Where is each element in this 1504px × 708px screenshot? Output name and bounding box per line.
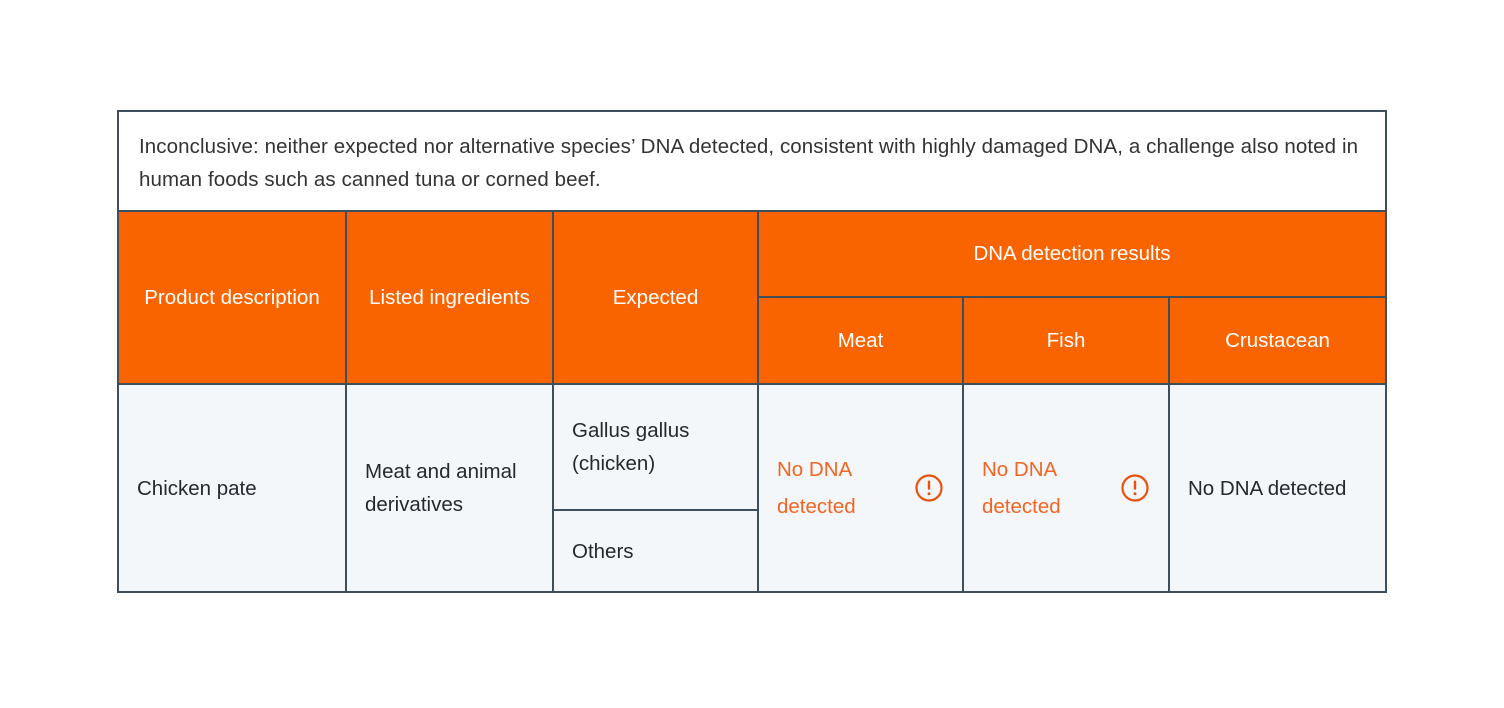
inconclusive-note-row: Inconclusive: neither expected nor alter…: [119, 112, 1385, 210]
column-header-crustacean: Crustacean: [1170, 298, 1385, 383]
cell-listed-ingredients: Meat and animal derivatives: [347, 385, 554, 591]
table-header-block: Product description Listed ingredients E…: [119, 210, 1385, 383]
cell-product-description: Chicken pate: [119, 385, 347, 591]
cell-result-fish: No DNA detected: [964, 385, 1170, 591]
cell-result-meat: No DNA detected: [759, 385, 964, 591]
result-text-meat: No DNA detected: [777, 458, 856, 518]
column-group-header-label: DNA detection results: [759, 212, 1385, 296]
cell-result-crustacean: No DNA detected: [1170, 385, 1385, 591]
column-header-meat: Meat: [759, 298, 964, 383]
cell-expected-primary: Gallus gallus (chicken): [554, 385, 757, 511]
cell-expected: Gallus gallus (chicken) Others: [554, 385, 759, 591]
column-subheader-row: Meat Fish Crustacean: [759, 296, 1385, 383]
column-header-product-description: Product description: [119, 212, 347, 383]
column-header-expected: Expected: [554, 212, 759, 383]
alert-circle-icon: [914, 473, 944, 503]
column-group-dna-detection-results: DNA detection results Meat Fish Crustace…: [759, 212, 1385, 383]
result-text-fish: No DNA detected: [982, 458, 1061, 518]
dna-results-table: Inconclusive: neither expected nor alter…: [117, 110, 1387, 593]
cell-expected-secondary: Others: [572, 539, 634, 563]
result-text-crustacean: No DNA detected: [1188, 476, 1347, 500]
column-header-fish: Fish: [964, 298, 1170, 383]
table-row: Chicken pate Meat and animal derivatives…: [119, 383, 1385, 591]
alert-circle-icon: [1120, 473, 1150, 503]
inconclusive-note-text: Inconclusive: neither expected nor alter…: [139, 135, 1359, 191]
column-header-listed-ingredients: Listed ingredients: [347, 212, 554, 383]
